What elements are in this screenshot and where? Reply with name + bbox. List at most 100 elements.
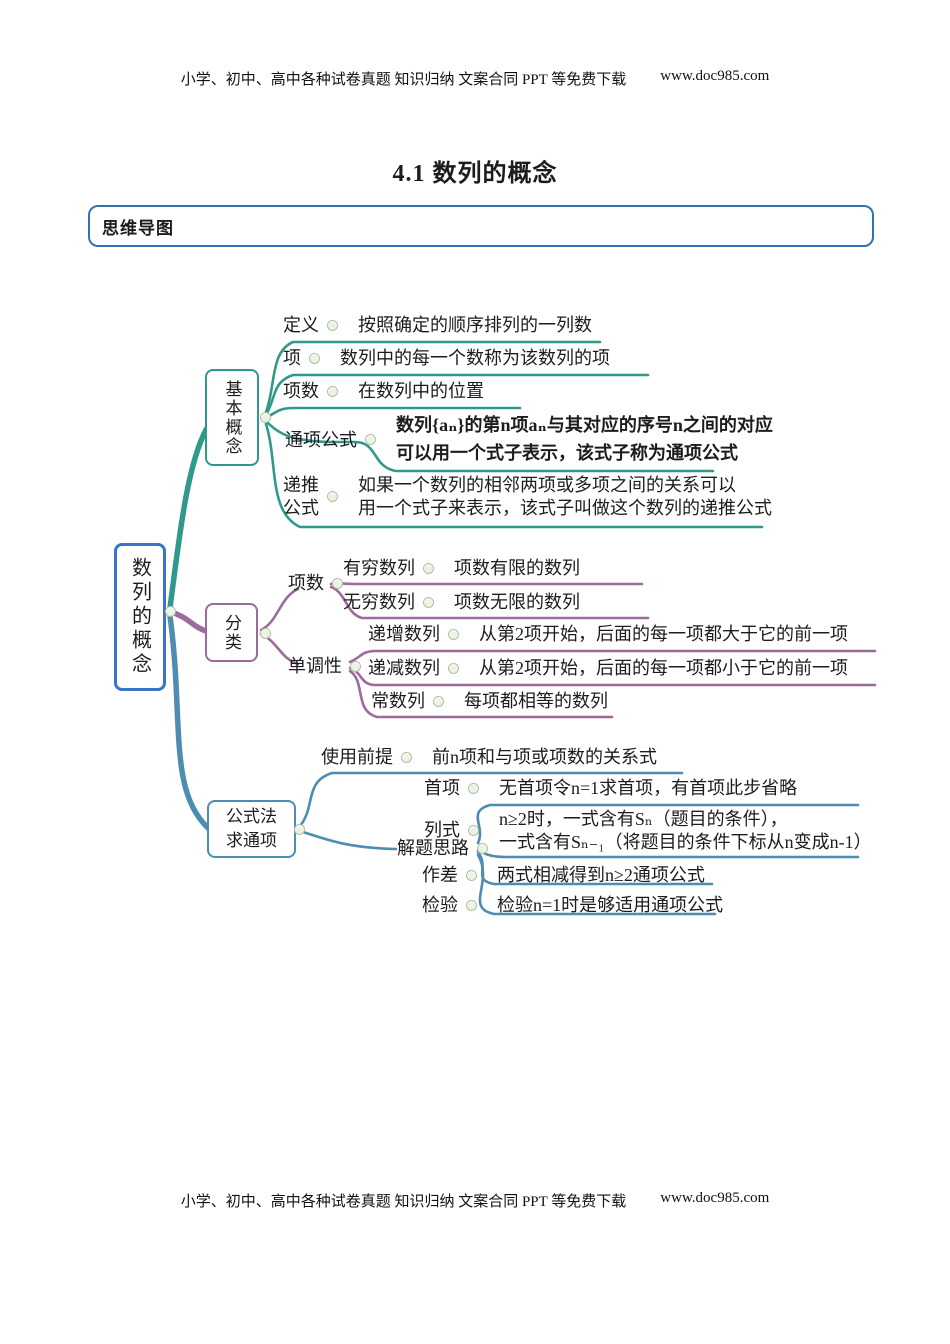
branch-line (476, 803, 860, 845)
leaf-desc: 从第2项开始，后面的每一项都大于它的前一项 (479, 624, 848, 644)
branch-line (476, 853, 717, 916)
branch-line (167, 425, 210, 611)
connector-bead-icon (327, 319, 338, 331)
connector-bead-icon (468, 782, 479, 794)
leaf-label: 使用前提 (321, 747, 393, 767)
node-classification: 分类 (205, 603, 258, 662)
leaf-label: 定义 (283, 315, 319, 335)
mindmap-leaf-verify: 检验 检验n=1时是够适用通项公式 (422, 894, 723, 917)
leaf-desc: 两式相减得到n≥2通项公式 (497, 865, 705, 885)
branch-line (298, 829, 398, 851)
connector-bead-icon (448, 662, 459, 674)
leaf-label: 首项 (424, 778, 460, 798)
header-text: 小学、初中、高中各种试卷真题 知识归纳 文案合同 PPT 等免费下载 (180, 72, 627, 88)
leaf-desc: 数列{aₙ}的第n项aₙ与其对应的序号n之间的对应 可以用一个式子表示，该式子称… (396, 415, 773, 463)
leaf-desc: 每项都相等的数列 (464, 691, 608, 711)
connector-bead-icon (468, 825, 479, 836)
footer-text: 小学、初中、高中各种试卷真题 知识归纳 文案合同 PPT 等免费下载 (180, 1194, 627, 1210)
section-label: 思维导图 (102, 218, 174, 238)
mindmap-leaf-finite-sequence: 有穷数列 项数有限的数列 (343, 557, 580, 580)
group-label: 解题思路 (397, 838, 469, 858)
leaf-label: 作差 (422, 865, 458, 885)
leaf-desc: 前n项和与项或项数的关系式 (432, 747, 657, 767)
mindmap-leaf-term-count: 项数 在数列中的位置 (283, 380, 484, 403)
mindmap-leaf-infinite-sequence: 无穷数列 项数无限的数列 (343, 591, 580, 614)
leaf-desc: 数列中的每一个数称为该数列的项 (340, 348, 610, 368)
leaf-desc: 无首项令n=1求首项，有首项此步省略 (499, 778, 798, 798)
connector-bead-icon (423, 596, 434, 608)
branch-line (264, 422, 764, 529)
leaf-label: 递增数列 (368, 624, 440, 644)
leaf-desc: 在数列中的位置 (358, 381, 484, 401)
mindmap-leaf-subtract: 作差 两式相减得到n≥2通项公式 (422, 864, 705, 887)
connector-bead-icon (466, 899, 477, 911)
connector-bead-icon (260, 412, 271, 423)
mindmap-leaf-constant-sequence: 常数列 每项都相等的数列 (371, 690, 608, 713)
connector-bead-icon (466, 869, 477, 881)
connector-bead-icon (327, 491, 338, 502)
mindmap-leaf-usage-premise: 使用前提 前n项和与项或项数的关系式 (321, 746, 657, 769)
branch-line (298, 771, 684, 828)
leaf-desc: n≥2时，一式含有Sₙ（题目的条件）， 一式含有Sₙ₋₁（将题目的条件下标从n变… (499, 809, 872, 852)
group-label: 项数 (288, 573, 324, 593)
mindmap-leaf-first-term: 首项 无首项令n=1求首项，有首项此步省略 (424, 777, 797, 800)
branch-line (329, 585, 650, 620)
mindmap-group-by-term-count: 项数 (288, 572, 343, 595)
leaf-desc: 检验n=1时是够适用通项公式 (497, 895, 724, 915)
page-footer: 小学、初中、高中各种试卷真题 知识归纳 文案合同 PPT 等免费下载 www.d… (0, 1190, 950, 1211)
footer-url: www.doc985.com (660, 1190, 770, 1206)
leaf-label: 项 (283, 348, 301, 368)
connector-bead-icon (423, 562, 434, 574)
group-label: 单调性 (288, 656, 342, 676)
connector-bead-icon (401, 751, 412, 763)
leaf-label: 项数 (283, 381, 319, 401)
leaf-label: 列式 (424, 820, 460, 841)
connector-bead-icon (332, 577, 343, 589)
mindmap-leaf-increasing-sequence: 递增数列 从第2项开始，后面的每一项都大于它的前一项 (368, 623, 848, 646)
leaf-desc: 按照确定的顺序排列的一列数 (358, 315, 592, 335)
branch-line (348, 649, 877, 664)
mindmap-leaf-set-up-equations: 列式 n≥2时，一式含有Sₙ（题目的条件）， 一式含有Sₙ₋₁（将题目的条件下标… (424, 808, 872, 853)
mindmap-leaf-general-formula: 通项公式 数列{aₙ}的第n项aₙ与其对应的序号n之间的对应 可以用一个式子表示… (285, 412, 773, 468)
connector-bead-icon (433, 695, 444, 707)
branch-line (167, 613, 211, 831)
header-url: www.doc985.com (660, 68, 770, 84)
connector-bead-icon (165, 606, 176, 617)
connector-bead-icon (260, 628, 271, 639)
leaf-desc: 如果一个数列的相邻两项或多项之间的关系可以 用一个式子来表示，该式子叫做这个数列… (358, 475, 772, 518)
mindmap-leaf-recurrence-formula: 递推 公式 如果一个数列的相邻两项或多项之间的关系可以 用一个式子来表示，该式子… (283, 474, 772, 519)
leaf-desc: 项数有限的数列 (454, 558, 580, 578)
mindmap-leaf-definition: 定义 按照确定的顺序排列的一列数 (283, 314, 592, 337)
leaf-label: 有穷数列 (343, 558, 415, 578)
leaf-label: 检验 (422, 895, 458, 915)
leaf-label: 无穷数列 (343, 592, 415, 612)
connector-bead-icon (309, 352, 320, 364)
leaf-label: 递推 公式 (283, 475, 319, 518)
branch-line (259, 587, 300, 632)
connector-bead-icon (448, 628, 459, 640)
mindmap-section-frame: 思维导图 (88, 205, 874, 247)
doc-title: 4.1 数列的概念 (392, 161, 558, 187)
mindmap-group-monotonicity: 单调性 (288, 655, 361, 678)
connector-bead-icon (365, 434, 376, 446)
page-header: 小学、初中、高中各种试卷真题 知识归纳 文案合同 PPT 等免费下载 www.d… (0, 68, 950, 89)
node-basic-concepts: 基本概念 (205, 369, 259, 466)
connector-bead-icon (327, 385, 338, 397)
leaf-label: 常数列 (371, 691, 425, 711)
connector-bead-icon (477, 842, 488, 854)
connector-bead-icon (350, 660, 361, 672)
leaf-desc: 项数无限的数列 (454, 592, 580, 612)
mindmap-group-solution-approach: 解题思路 (397, 837, 488, 860)
branch-line (168, 609, 209, 634)
mindmap-leaf-decreasing-sequence: 递减数列 从第2项开始，后面的每一项都小于它的前一项 (368, 657, 848, 680)
leaf-label: 递减数列 (368, 658, 440, 678)
root-node: 数列的概念 (114, 543, 166, 691)
node-formula-method: 公式法 求通项 (207, 800, 296, 858)
branch-line (264, 340, 602, 414)
branch-line (264, 419, 715, 473)
mindmap-leaf-term: 项 数列中的每一个数称为该数列的项 (283, 347, 610, 370)
branch-line (264, 373, 650, 417)
branch-line (348, 669, 614, 719)
leaf-desc: 从第2项开始，后面的每一项都小于它的前一项 (479, 658, 848, 678)
